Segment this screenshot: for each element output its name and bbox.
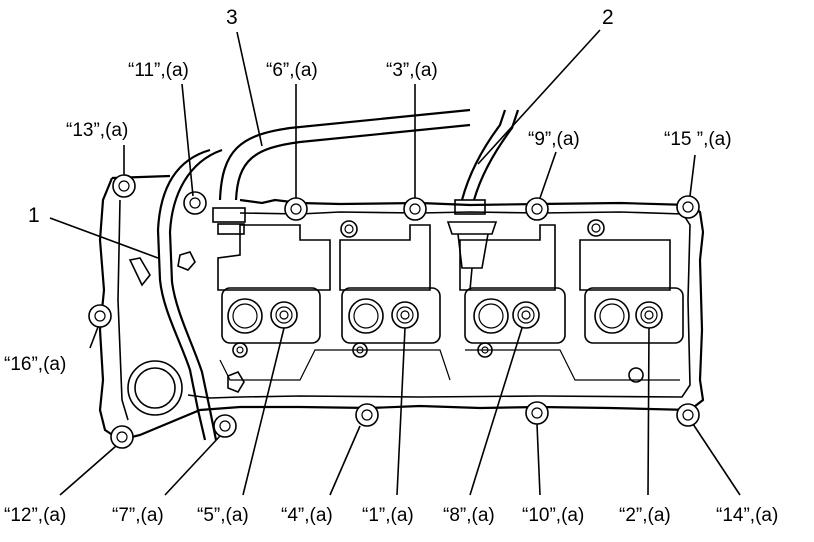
harness-part-1 [156, 148, 223, 441]
bolt-label-4: “4”,(a) [281, 505, 333, 526]
bolt-label-11: “11”,(a) [128, 60, 189, 81]
bolt-label-1: “1”,(a) [362, 505, 414, 526]
cam-section-1 [217, 224, 331, 358]
bolt-label-8: “8”,(a) [443, 505, 495, 526]
bolt-label-2: “2”,(a) [619, 505, 671, 526]
cam-section-2 [339, 224, 441, 358]
oil-filler-cap [127, 360, 183, 416]
wire-part-2 [460, 109, 520, 201]
part-number-3: 3 [226, 6, 238, 29]
bolt-label-10: “10”,(a) [522, 505, 584, 526]
bolt-label-16: “16”,(a) [4, 354, 66, 375]
bolt-label-3: “3”,(a) [386, 60, 438, 81]
cam-section-3 [459, 224, 566, 358]
bolt-label-13: “13”,(a) [66, 120, 128, 141]
part-number-2: 2 [602, 6, 614, 29]
perimeter-bolts [88, 174, 700, 449]
bolt-label-12: “12”,(a) [4, 505, 66, 526]
bolt-label-9: “9”,(a) [528, 129, 580, 150]
bolt-label-7: “7”,(a) [112, 505, 164, 526]
bolt-label-15: “15 ”,(a) [664, 129, 732, 150]
part-number-1: 1 [28, 204, 40, 227]
connector-left [212, 207, 246, 235]
sensor-part-2 [446, 199, 498, 291]
bolt-label-14: “14”,(a) [716, 505, 778, 526]
leader-lines [49, 29, 741, 496]
small-studs [177, 219, 605, 393]
bolt-label-5: “5”,(a) [197, 505, 249, 526]
harness-bracket [128, 257, 151, 287]
cam-section-4 [579, 239, 684, 383]
lower-ribs [219, 349, 680, 381]
bolt-label-6: “6”,(a) [266, 60, 318, 81]
